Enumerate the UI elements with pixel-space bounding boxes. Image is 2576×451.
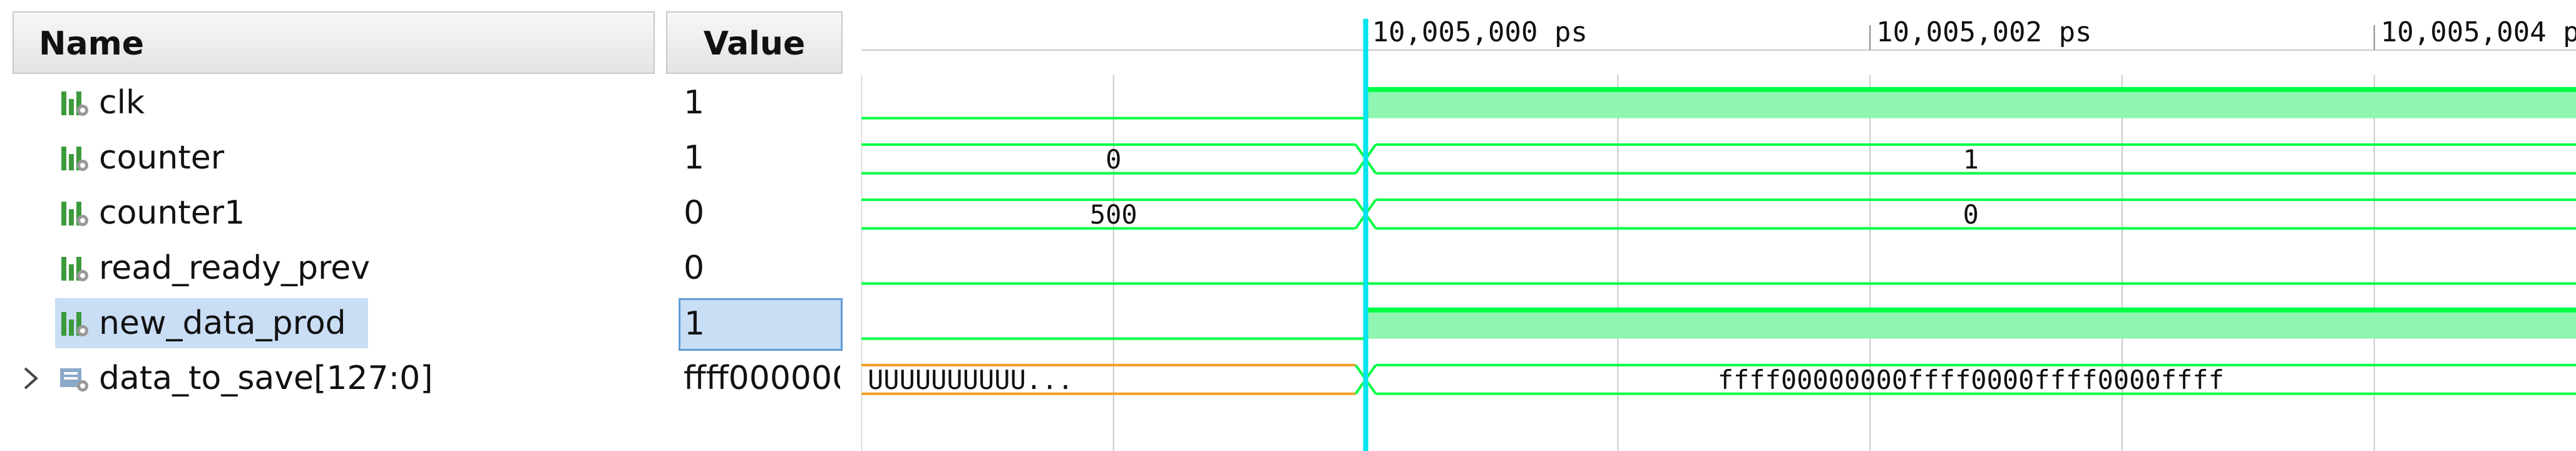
row-selection-highlight	[55, 298, 368, 348]
expand-chevron-icon[interactable]	[19, 363, 44, 393]
signal-row[interactable]: read_ready_prev 0	[0, 241, 704, 296]
signal-row-partial	[0, 406, 667, 451]
signal-value[interactable]: 0	[684, 194, 705, 232]
ruler-tick-label: 10,005,004 ps	[2381, 16, 2576, 48]
signal-row[interactable]: data_to_save[127:0] ffff000000	[0, 351, 840, 406]
bus-value-label: 500	[1090, 199, 1137, 230]
signal-row[interactable]: clk 1	[0, 75, 704, 130]
waveform-viewer[interactable]: 10,005,000 ps 10,005,002 ps 10,005,004 ps 0…	[861, 0, 2576, 451]
signal-value[interactable]: ffff000000	[684, 360, 840, 397]
bus-value-label: 0	[1963, 199, 1979, 230]
signal-value[interactable]: 1	[679, 298, 843, 351]
signal-value[interactable]: 0	[684, 249, 705, 287]
bus-signal-icon	[58, 362, 90, 395]
name-column-header[interactable]: Name	[13, 11, 655, 74]
signal-name: new_data_prod	[99, 304, 346, 342]
bit-signal-icon	[58, 307, 90, 340]
signal-row[interactable]: new_data_prod 1	[0, 296, 843, 351]
bit-signal-icon	[58, 197, 90, 229]
signal-name-panel: Name	[0, 0, 667, 451]
signal-row[interactable]: counter 1	[0, 130, 704, 185]
signal-name: data_to_save[127:0]	[99, 360, 433, 397]
bit-signal-icon	[58, 86, 90, 119]
signal-name: read_ready_prev	[99, 249, 370, 287]
signal-value[interactable]: 1	[684, 84, 705, 122]
signal-name: counter1	[99, 194, 245, 232]
signal-row[interactable]: counter1 0	[0, 185, 704, 241]
bus-value-label: UUUUUUUUUU...	[868, 365, 1074, 395]
bus-value-label: ffff00000000ffff0000ffff0000ffff	[1718, 365, 2224, 395]
signal-name: clk	[99, 84, 145, 122]
ruler-tick-label: 10,005,002 ps	[1876, 16, 2091, 48]
signal-high-fill	[1365, 309, 2576, 339]
signal-name: counter	[99, 139, 225, 177]
waveform-canvas[interactable]: 10,005,000 ps 10,005,002 ps 10,005,004 ps 0…	[861, 0, 2576, 451]
bit-signal-icon	[58, 142, 90, 174]
bus-value-label: 1	[1963, 144, 1979, 175]
signal-value-panel	[667, 0, 861, 451]
signal-high-fill	[1365, 89, 2576, 118]
bit-signal-icon	[58, 252, 90, 284]
ruler-tick-label: 10,005,000 ps	[1372, 16, 1588, 48]
value-column-header[interactable]: Value	[666, 11, 843, 74]
bus-value-label: 0	[1106, 144, 1121, 175]
signal-value[interactable]: 1	[684, 139, 705, 177]
